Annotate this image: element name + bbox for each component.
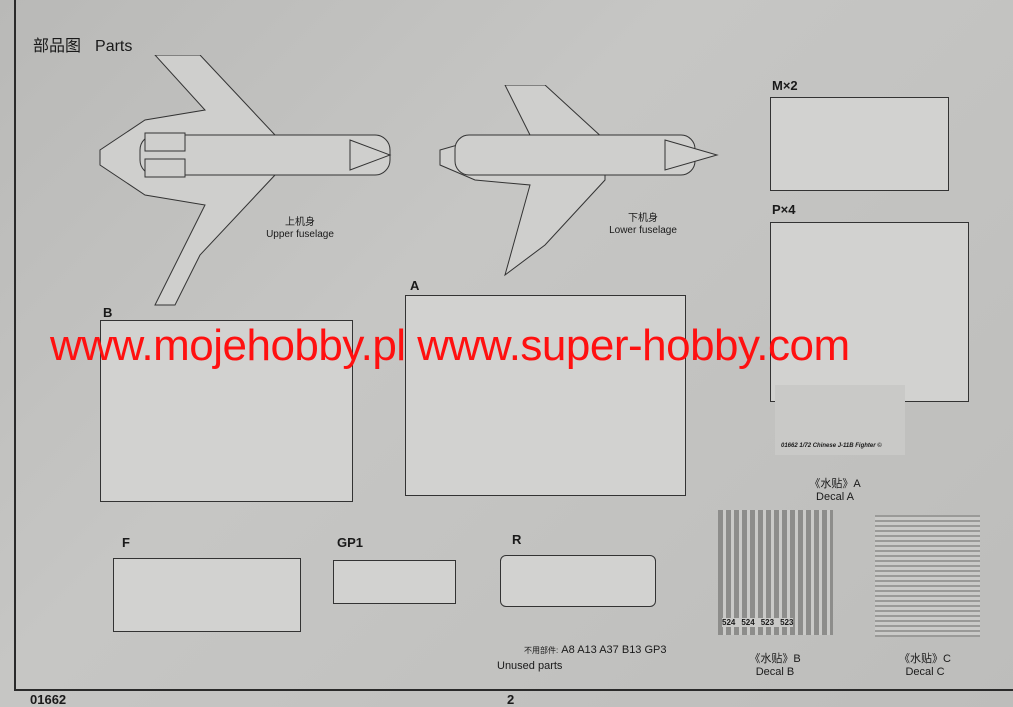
upper-fuselage-caption: 上机身 Upper fuselage — [255, 217, 345, 241]
lower-fuselage-cn: 下机身 — [628, 213, 658, 224]
unused-parts-codes: A8 A13 A37 B13 GP3 — [561, 644, 667, 656]
page-frame-left — [14, 0, 16, 690]
sprue-a — [405, 295, 686, 496]
decal-b-en: Decal B — [755, 666, 795, 678]
watermark-text: www.mojehobby.pl www.super-hobby.com — [50, 321, 850, 370]
decal-a-sheet-caption: 01662 1/72 Chinese J-11B Fighter © — [781, 443, 882, 449]
decal-a-cn: 《水贴》A — [809, 478, 861, 490]
sprue-gp1-label: GP1 — [337, 535, 364, 550]
unused-parts-cn: 不用部件: — [524, 646, 559, 655]
decal-c-cn: 《水贴》C — [899, 653, 951, 665]
upper-fuselage-drawing — [99, 55, 392, 306]
sprue-m-label: M×2 — [772, 78, 798, 93]
decal-a-caption: 《水贴》A Decal A — [790, 478, 880, 504]
decal-code: 524 — [722, 618, 736, 627]
decal-b-cn: 《水贴》B — [749, 653, 801, 665]
title-en: Parts — [95, 38, 133, 55]
lower-fuselage-en: Lower fuselage — [609, 225, 677, 236]
title-cn: 部品图 — [33, 38, 82, 55]
decal-a-en: Decal A — [816, 491, 854, 503]
decal-c-en: Decal C — [905, 666, 945, 678]
lower-fuselage-caption: 下机身 Lower fuselage — [598, 213, 688, 237]
decal-c-caption: 《水贴》C Decal C — [880, 653, 970, 679]
decal-code: 524 — [741, 618, 755, 627]
sprue-r — [500, 555, 656, 607]
sprue-p — [770, 222, 969, 402]
decal-b-sheet: 524 524 523 523 — [718, 510, 833, 635]
page-title: 部品图 Parts — [33, 32, 146, 56]
decal-b-codes: 524 524 523 523 — [722, 618, 794, 627]
upper-fuselage-cn: 上机身 — [285, 217, 315, 228]
decal-b-caption: 《水贴》B Decal B — [730, 653, 820, 679]
sprue-b — [100, 320, 353, 502]
page-number: 2 — [507, 692, 515, 707]
sprue-f-label: F — [122, 535, 130, 550]
sprue-f — [113, 558, 301, 632]
unused-parts-list: 不用部件: A8 A13 A37 B13 GP3 — [524, 644, 667, 657]
sprue-gp1 — [333, 560, 456, 604]
decal-code: 523 — [760, 618, 775, 627]
unused-parts-en: Unused parts — [497, 660, 563, 672]
sprue-m — [770, 97, 949, 191]
page-frame-bottom — [14, 689, 1013, 691]
sprue-a-label: A — [410, 278, 420, 293]
decal-c-sheet — [875, 515, 980, 637]
lower-fuselage-drawing — [439, 85, 719, 277]
sprue-p-label: P×4 — [772, 202, 796, 217]
sprue-r-label: R — [512, 532, 522, 547]
product-code: 01662 — [30, 692, 67, 707]
decal-a-sheet: 01662 1/72 Chinese J-11B Fighter © — [775, 385, 905, 455]
decal-code: 523 — [780, 618, 794, 627]
sprue-b-label: B — [103, 305, 113, 320]
upper-fuselage-en: Upper fuselage — [266, 229, 334, 240]
